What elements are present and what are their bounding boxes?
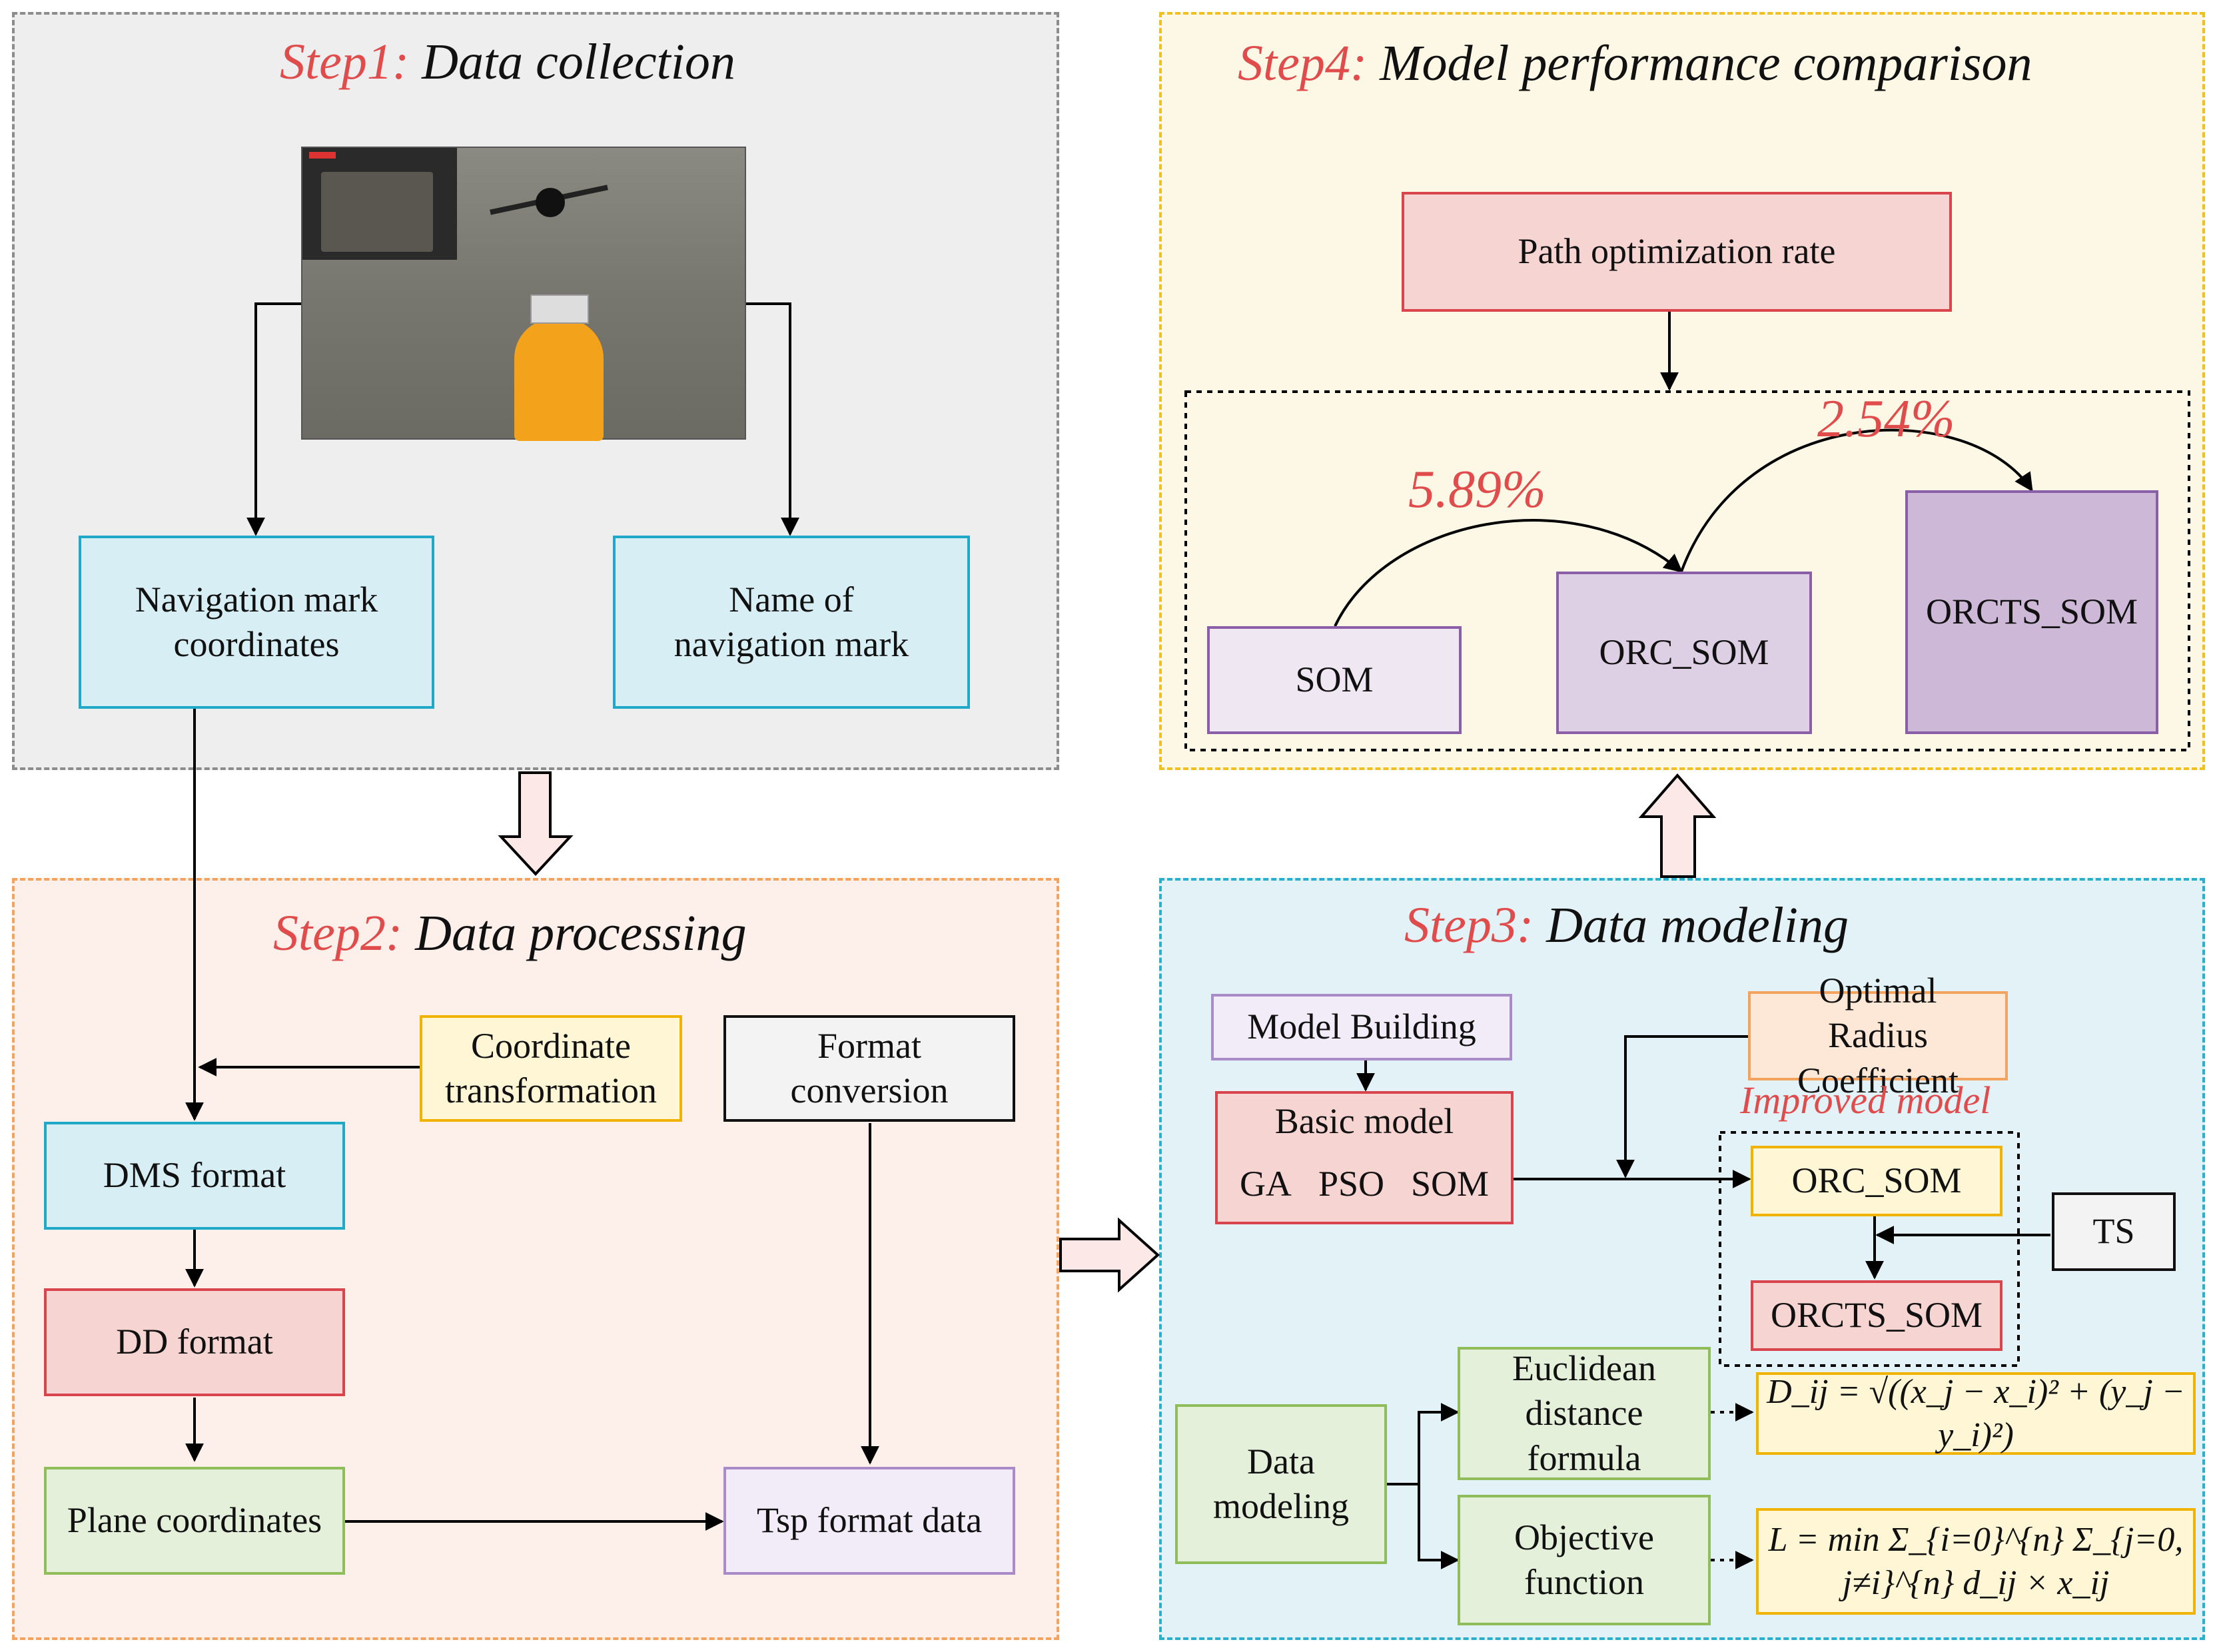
step1-title: Step1: Data collection [280, 33, 735, 91]
nav-coords-box: Navigation mark coordinates [79, 536, 434, 709]
orcts-som-box-step3: ORCTS_SOM [1751, 1280, 2002, 1351]
som-box-step4: SOM [1207, 626, 1462, 734]
dms-box: DMS format [44, 1122, 345, 1230]
basic-model-box: Basic model GA PSO SOM [1215, 1091, 1514, 1224]
optimal-radius-box: Optimal Radius Coefficient [1748, 971, 2008, 1100]
drone-photo [301, 147, 746, 441]
arrow-photo-to-nav-name [743, 302, 799, 536]
nav-name-box: Name of navigation mark [613, 536, 970, 709]
euclidean-box: Euclidean distance formula [1458, 1347, 1711, 1480]
step4-title: Step4: Model performance comparison [1238, 35, 2032, 93]
arrow-photo-to-nav-coords [246, 302, 308, 536]
step2-label: Step2: [273, 905, 403, 961]
improvement-pct-2: 2.54% [1817, 390, 1955, 448]
curve-som-to-orc [1334, 519, 1683, 627]
tsp-data-box: Tsp format data [723, 1467, 1015, 1575]
objective-box: Objective function [1458, 1495, 1711, 1625]
step1-label: Step1: [280, 34, 410, 90]
arrow-radius-to-line [1616, 1035, 1749, 1178]
photo-inset [302, 148, 457, 260]
orcts-som-box-step4: ORCTS_SOM [1905, 490, 2158, 734]
step3-label: Step3: [1404, 897, 1534, 953]
step1-heading: Data collection [422, 34, 735, 90]
step2-title: Step2: Data processing [273, 905, 747, 963]
drone-icon [489, 175, 609, 228]
improved-dotted-frame [1719, 1131, 2020, 1367]
step4-heading: Model performance comparison [1380, 35, 2032, 91]
orc-som-box-step3: ORC_SOM [1751, 1146, 2002, 1216]
step4-label: Step4: [1238, 35, 1368, 91]
improvement-pct-1: 5.89% [1408, 460, 1546, 519]
coord-transform-box: Coordinate transformation [420, 1015, 682, 1122]
arrow-datamodel-branch [1386, 1403, 1460, 1485]
pso-label: PSO [1318, 1163, 1384, 1204]
algorithm-row: GA PSO SOM [1240, 1162, 1489, 1207]
som-label: SOM [1411, 1163, 1490, 1204]
step3-heading: Data modeling [1546, 897, 1849, 953]
ts-box: TS [2052, 1192, 2176, 1271]
comparison-dotted-frame [1184, 390, 2190, 751]
right-transition-arrow [1059, 1217, 1160, 1293]
plane-coords-box: Plane coordinates [44, 1467, 345, 1575]
step3-title: Step3: Data modeling [1404, 897, 1849, 955]
buoy-icon [514, 294, 604, 441]
data-modeling-box: Data modeling [1175, 1404, 1387, 1564]
path-rate-box: Path optimization rate [1402, 192, 1952, 312]
curve-orc-to-orcts [1680, 428, 2033, 572]
ga-label: GA [1239, 1163, 1292, 1204]
model-building-box: Model Building [1211, 994, 1512, 1060]
arrow-datamodel-branch2 [1418, 1484, 1460, 1569]
improved-model-label: Improved model [1740, 1078, 1991, 1122]
basic-model-title: Basic model [1274, 1101, 1454, 1141]
up-transition-arrow [1638, 773, 1717, 878]
dd-box: DD format [44, 1288, 345, 1396]
distance-formula-box: D_ij = √((x_j − x_i)² + (y_j − y_i)²) [1756, 1372, 2196, 1455]
orc-som-box-step4: ORC_SOM [1556, 572, 1812, 734]
format-conversion-box: Format conversion [723, 1015, 1015, 1122]
objective-formula-box: L = min Σ_{i=0}^{n} Σ_{j=0, j≠i}^{n} d_i… [1756, 1508, 2196, 1615]
down-transition-arrow [498, 771, 574, 876]
step2-heading: Data processing [415, 905, 747, 961]
